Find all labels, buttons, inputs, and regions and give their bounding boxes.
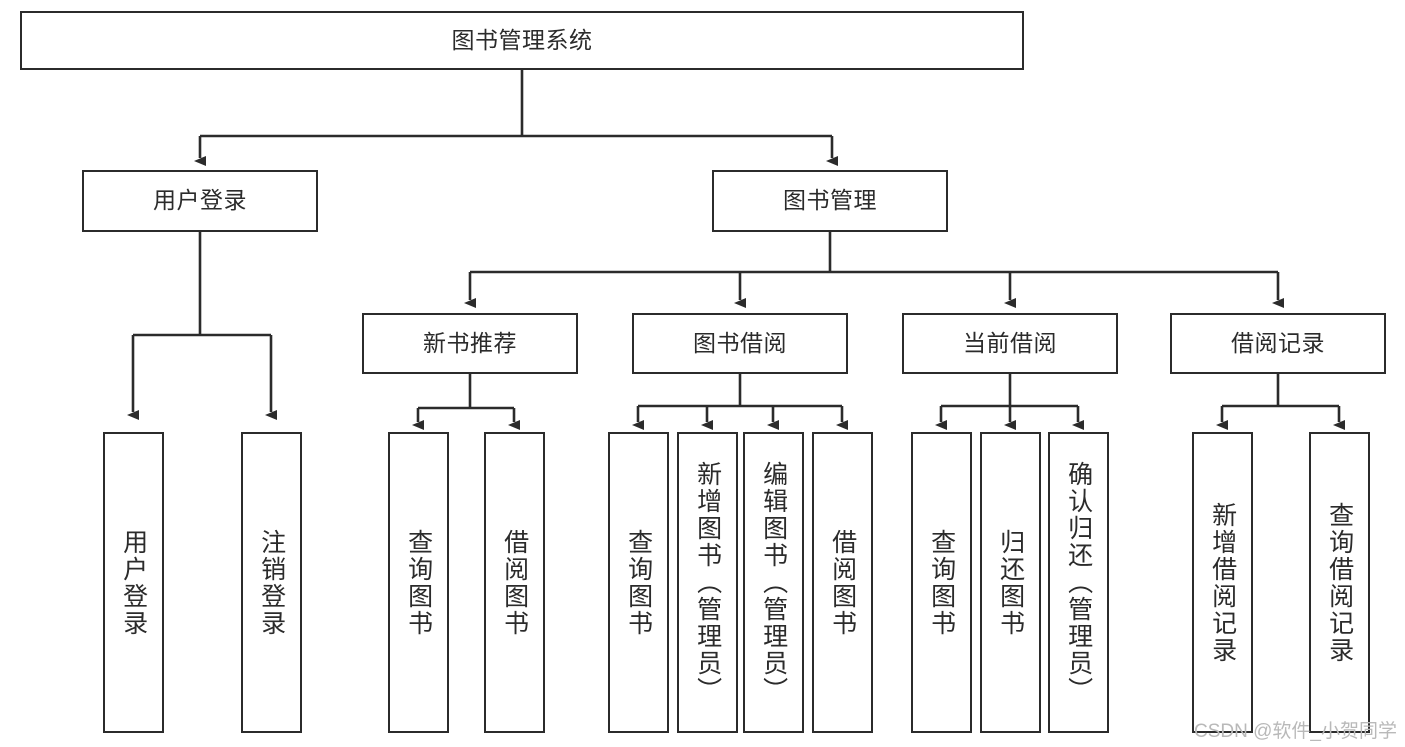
node-label: 新增借阅记录 [1208, 501, 1237, 664]
node-new-book-recommend[interactable]: 新书推荐 [362, 313, 578, 374]
leaf-book-borrow-add[interactable]: 新增图书（管理员） [677, 432, 738, 733]
node-label: 借阅图书 [500, 528, 529, 637]
node-label: 查询图书 [624, 528, 653, 637]
leaf-book-borrow-edit[interactable]: 编辑图书（管理员） [743, 432, 804, 733]
node-label: 查询图书 [927, 528, 956, 637]
node-label: 借阅记录 [1231, 329, 1325, 356]
node-current-borrow[interactable]: 当前借阅 [902, 313, 1118, 374]
leaf-user-login-logout[interactable]: 注销登录 [241, 432, 302, 733]
node-root-system[interactable]: 图书管理系统 [20, 11, 1024, 70]
node-label: 查询图书 [404, 528, 433, 637]
leaf-current-borrow-confirm-return[interactable]: 确认归还（管理员） [1048, 432, 1109, 733]
node-label: 图书管理系统 [451, 26, 593, 53]
leaf-current-borrow-query[interactable]: 查询图书 [911, 432, 972, 733]
leaf-book-borrow-query[interactable]: 查询图书 [608, 432, 669, 733]
node-label: 当前借阅 [963, 329, 1057, 356]
node-label: 图书管理 [783, 187, 877, 214]
leaf-book-borrow-borrow[interactable]: 借阅图书 [812, 432, 873, 733]
node-label: 新书推荐 [423, 329, 517, 356]
node-book-management[interactable]: 图书管理 [712, 170, 948, 232]
node-label: 借阅图书 [828, 528, 857, 637]
leaf-current-borrow-return[interactable]: 归还图书 [980, 432, 1041, 733]
leaf-new-book-borrow[interactable]: 借阅图书 [484, 432, 545, 733]
node-label: 确认归还（管理员） [1064, 461, 1093, 704]
leaf-new-book-query[interactable]: 查询图书 [388, 432, 449, 733]
node-book-borrow[interactable]: 图书借阅 [632, 313, 848, 374]
node-label: 注销登录 [257, 528, 286, 637]
node-label: 图书借阅 [693, 329, 787, 356]
node-label: 查询借阅记录 [1325, 501, 1354, 664]
node-label: 归还图书 [996, 528, 1025, 637]
node-label: 用户登录 [119, 528, 148, 637]
node-label: 新增图书（管理员） [693, 461, 722, 704]
node-label: 编辑图书（管理员） [759, 461, 788, 704]
node-label: 用户登录 [153, 187, 247, 214]
node-borrow-record[interactable]: 借阅记录 [1170, 313, 1386, 374]
node-user-login[interactable]: 用户登录 [82, 170, 318, 232]
csdn-watermark: CSDN @软件_小贺同学 [1194, 721, 1397, 742]
leaf-user-login-login[interactable]: 用户登录 [103, 432, 164, 733]
leaf-borrow-record-add[interactable]: 新增借阅记录 [1192, 432, 1253, 733]
leaf-borrow-record-query[interactable]: 查询借阅记录 [1309, 432, 1370, 733]
